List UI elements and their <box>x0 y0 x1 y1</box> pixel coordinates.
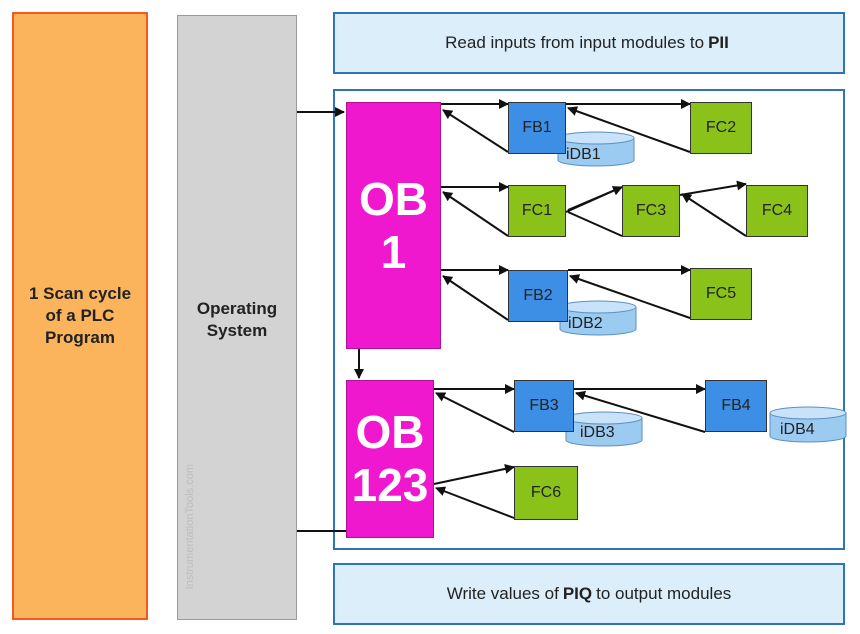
ob123-label-line2: 123 <box>351 459 429 511</box>
idb4-label: iDB4 <box>780 421 815 438</box>
idb3-label: iDB3 <box>580 424 615 441</box>
fc3-block: FC3 <box>622 185 680 237</box>
idb1-cylinder <box>557 131 635 167</box>
operating-system-box: Operating System InstrumentationTools.co… <box>177 15 297 620</box>
pii-label: PII <box>708 33 729 52</box>
ob1-label-line2: 1 <box>380 225 407 278</box>
piq-label: PIQ <box>562 584 593 603</box>
fc1-block: FC1 <box>508 185 566 237</box>
fb3-block: FB3 <box>514 380 574 432</box>
ob123-block: OB 123 <box>346 380 434 538</box>
idb2-cylinder <box>559 300 637 336</box>
operating-system-label: Operating System <box>196 299 278 341</box>
idb3-cylinder <box>565 411 643 447</box>
read-inputs-text: Read inputs from input modules to <box>445 33 705 52</box>
ob123-label-line1: OB <box>355 406 425 459</box>
fb1-block: FB1 <box>508 102 566 154</box>
ob1-block: OB 1 <box>346 102 441 349</box>
idb4-cylinder <box>769 406 847 443</box>
fc2-block: FC2 <box>690 102 752 154</box>
scan-cycle-box: 1 Scan cycle of a PLC Program <box>12 12 148 620</box>
idb2-label: iDB2 <box>568 315 603 332</box>
idb1-label: iDB1 <box>566 146 601 163</box>
scan-cycle-label: 1 Scan cycle of a PLC Program <box>28 283 132 348</box>
write-outputs-text: Write values of <box>446 584 559 603</box>
ob1-label-line1: OB <box>359 172 428 225</box>
fc5-block: FC5 <box>690 268 752 320</box>
write-outputs-banner: Write values of PIQ to output modules <box>333 563 845 625</box>
fc4-block: FC4 <box>746 185 808 237</box>
fb4-block: FB4 <box>705 380 767 432</box>
read-inputs-banner: Read inputs from input modules to PII <box>333 12 845 74</box>
write-outputs-suffix: to output modules <box>596 584 732 603</box>
fc6-block: FC6 <box>514 466 578 520</box>
fb2-block: FB2 <box>508 270 568 322</box>
